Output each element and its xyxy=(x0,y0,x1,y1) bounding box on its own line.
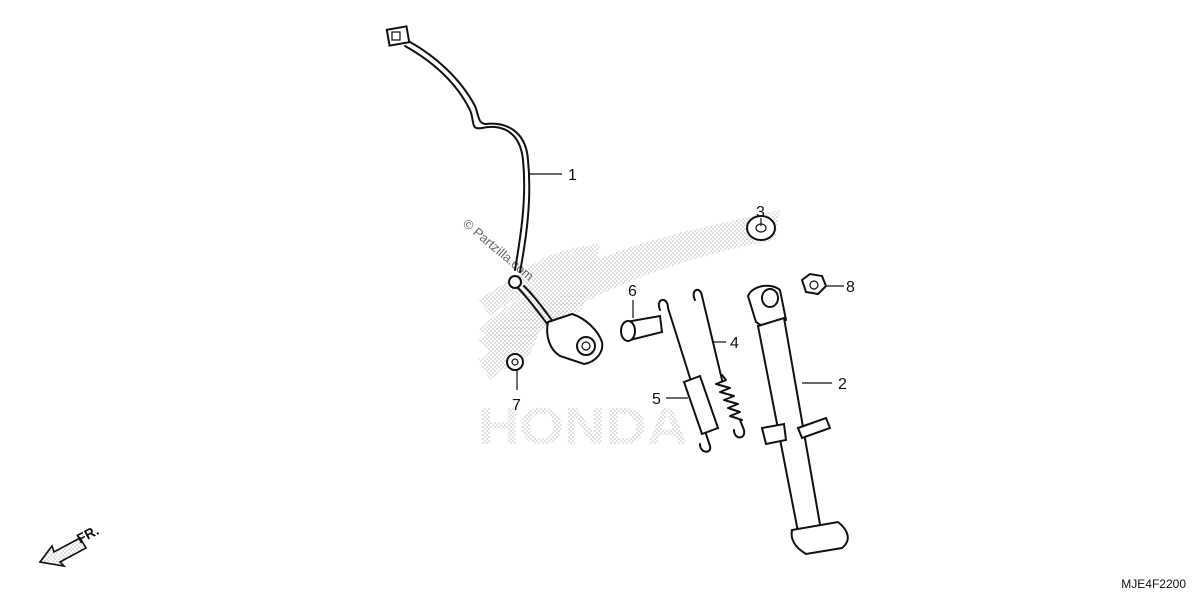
pin-bolt-6 xyxy=(620,314,664,342)
callout-3: 3 xyxy=(756,204,765,226)
spring-4 xyxy=(692,288,746,439)
svg-text:5: 5 xyxy=(652,391,661,408)
callout-5: 5 xyxy=(652,391,688,408)
honda-wordmark-watermark: HONDA xyxy=(478,398,688,456)
svg-text:1: 1 xyxy=(568,167,577,184)
side-stand-switch xyxy=(385,25,604,366)
bolt-7 xyxy=(506,353,524,371)
washer-3 xyxy=(746,215,776,241)
nut-8 xyxy=(800,272,828,296)
svg-text:4: 4 xyxy=(730,335,739,352)
svg-text:7: 7 xyxy=(512,397,521,414)
diagram-code: MJE4F2200 xyxy=(1121,577,1186,591)
front-direction-arrow: FR. xyxy=(38,522,101,568)
svg-text:2: 2 xyxy=(838,376,847,393)
side-stand xyxy=(746,284,849,556)
callout-1: 1 xyxy=(530,167,577,184)
svg-text:3: 3 xyxy=(756,204,765,221)
callout-2: 2 xyxy=(802,376,847,393)
callout-4: 4 xyxy=(712,335,739,352)
callout-8: 8 xyxy=(826,279,855,296)
callout-7: 7 xyxy=(512,370,521,414)
svg-text:8: 8 xyxy=(846,279,855,296)
svg-text:6: 6 xyxy=(628,283,637,300)
spring-5 xyxy=(657,299,720,453)
copyright-watermark: © Partzilla.com xyxy=(460,216,537,284)
callout-6: 6 xyxy=(628,283,637,318)
honda-wing-watermark xyxy=(478,210,780,380)
